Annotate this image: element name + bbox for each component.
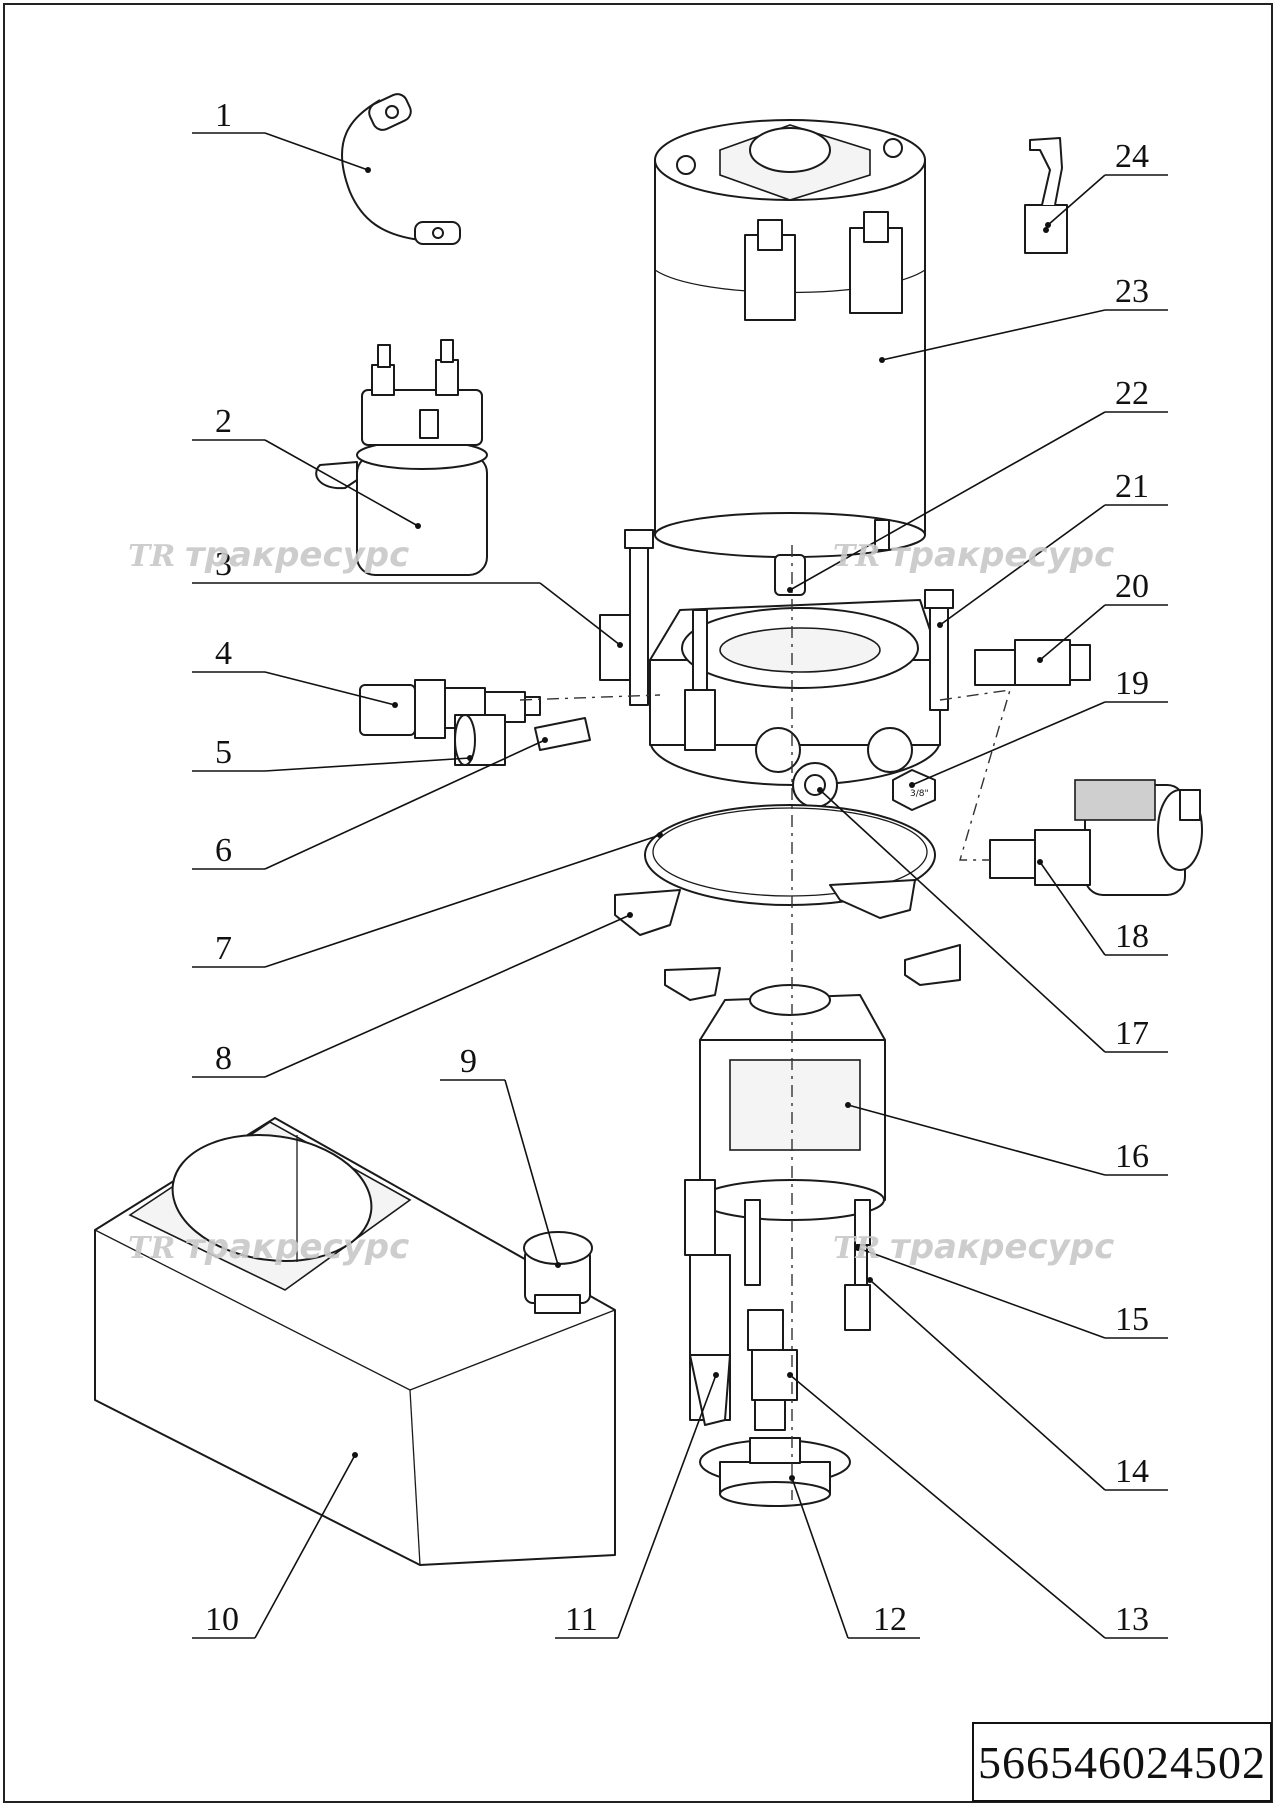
- callout-label: 20: [1115, 568, 1149, 605]
- callout-label: 19: [1115, 665, 1149, 702]
- callout-8: 8: [192, 912, 633, 1078]
- callout-19: 19: [909, 665, 1168, 788]
- callout-label: 17: [1115, 1015, 1149, 1052]
- solenoid-valve-icon: [974, 639, 1203, 896]
- watermark-logo: TR: [833, 1231, 880, 1266]
- callout-label: 23: [1115, 273, 1149, 310]
- callout-label: 24: [1115, 138, 1149, 175]
- callout-label: 8: [215, 1040, 232, 1077]
- callout-21: 21: [937, 468, 1168, 628]
- part-number-box: 566546024502: [972, 1722, 1272, 1802]
- valve-marking-label: 3/8": [910, 789, 929, 799]
- watermark-logo: TR: [128, 539, 175, 574]
- callout-label: 13: [1115, 1601, 1149, 1638]
- callout-2: 2: [192, 403, 421, 529]
- callout-label: 10: [205, 1601, 239, 1638]
- assembly-axis-lines: [519, 545, 1011, 1500]
- filler-cap-icon: [523, 1231, 593, 1314]
- part-number: 566546024502: [978, 1736, 1266, 1788]
- callout-11: 11: [555, 1372, 719, 1639]
- drawing-frame: [3, 3, 1273, 1803]
- callout-label: 9: [460, 1043, 477, 1080]
- callout-24: 24: [1045, 138, 1168, 228]
- callout-17: 17: [817, 787, 1168, 1053]
- callout-label: 16: [1115, 1138, 1149, 1175]
- callout-label: 11: [565, 1601, 598, 1638]
- callout-16: 16: [845, 1102, 1168, 1176]
- watermark-text: тракресурс: [890, 535, 1114, 575]
- watermark-3: TR тракресурс: [128, 1227, 409, 1267]
- carbon-brush-icon: [1024, 137, 1068, 254]
- clamp-icon: [614, 879, 961, 1001]
- callout-label: 6: [215, 832, 232, 869]
- watermark-4: TR тракресурс: [833, 1227, 1114, 1267]
- filter-icon: [699, 1437, 851, 1507]
- callout-label: 3: [215, 546, 232, 583]
- solenoid-relay-icon: [315, 339, 488, 576]
- valve-block-icon: 3/8": [599, 529, 954, 811]
- callout-label: 15: [1115, 1301, 1149, 1338]
- watermark-logo: TR: [833, 539, 880, 574]
- callout-label: 22: [1115, 375, 1149, 412]
- callout-5: 5: [192, 734, 473, 772]
- fittings-left-icon: [359, 679, 591, 766]
- watermark-text: тракресурс: [185, 535, 409, 575]
- callout-14: 14: [867, 1277, 1168, 1491]
- callout-4: 4: [192, 635, 398, 708]
- callout-7: 7: [192, 832, 663, 968]
- callout-label: 21: [1115, 468, 1149, 505]
- watermark-text: тракресурс: [185, 1227, 409, 1267]
- callout-18: 18: [1037, 859, 1168, 956]
- callout-20: 20: [1037, 568, 1168, 663]
- hose-fitting-icon: [747, 1309, 798, 1431]
- bolt-icon: [844, 1244, 871, 1331]
- watermark-2: TR тракресурс: [833, 535, 1114, 575]
- callout-10: 10: [192, 1452, 358, 1639]
- callout-label: 2: [215, 403, 232, 440]
- callout-6: 6: [192, 737, 548, 870]
- watermark-text: тракресурс: [890, 1227, 1114, 1267]
- callout-label: 4: [215, 635, 232, 672]
- callout-15: 15: [855, 1245, 1168, 1339]
- callout-9: 9: [440, 1043, 561, 1268]
- callout-label: 12: [873, 1601, 907, 1638]
- callout-23: 23: [879, 273, 1168, 363]
- callout-13: 13: [787, 1372, 1168, 1639]
- cable-lug-icon: [340, 93, 461, 245]
- callout-12: 12: [789, 1475, 920, 1639]
- callout-22: 22: [787, 375, 1168, 593]
- oil-tank-icon: [94, 1117, 616, 1566]
- electric-motor-icon: [654, 119, 926, 558]
- callout-label: 5: [215, 734, 232, 771]
- suction-pipe-icon: [684, 1179, 731, 1426]
- callout-label: 14: [1115, 1453, 1149, 1490]
- callout-3: 3: [192, 546, 623, 648]
- callout-label: 18: [1115, 918, 1149, 955]
- callout-1: 1: [192, 97, 371, 173]
- watermark-logo: TR: [128, 1231, 175, 1266]
- callout-label: 1: [215, 97, 232, 134]
- callout-label: 7: [215, 930, 232, 967]
- watermark-1: TR тракресурс: [128, 535, 409, 575]
